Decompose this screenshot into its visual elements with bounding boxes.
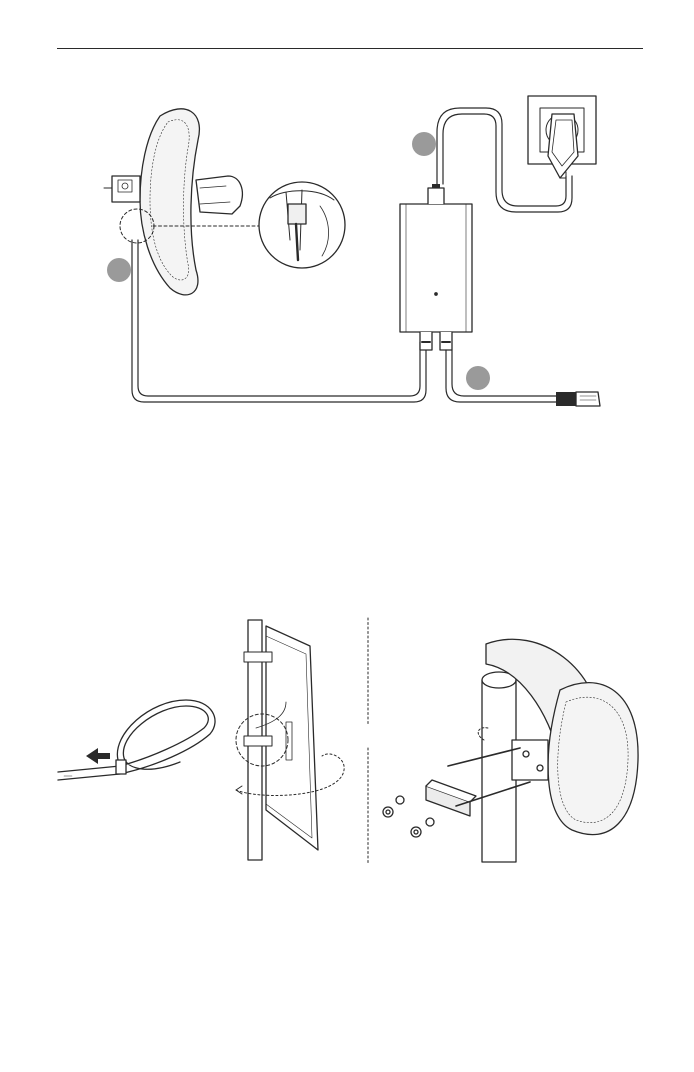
step-marker-2 (412, 132, 436, 156)
step-marker-1 (107, 258, 131, 282)
power-plug-icon (548, 114, 578, 178)
nut-icon (383, 807, 421, 837)
step-marker-3 (466, 366, 490, 390)
cable-tie-icon (58, 700, 215, 780)
cabling-illustration (0, 80, 694, 420)
ethernet-connector-icon (556, 392, 600, 406)
pole-right-icon (482, 680, 516, 862)
pull-arrow-icon (86, 748, 110, 764)
mounting-bracket-icon (426, 780, 476, 816)
poe-adapter-icon (400, 184, 472, 350)
mounting-illustration (0, 610, 694, 870)
detail-magnified-port-icon (259, 182, 345, 268)
header-rule (57, 48, 643, 49)
